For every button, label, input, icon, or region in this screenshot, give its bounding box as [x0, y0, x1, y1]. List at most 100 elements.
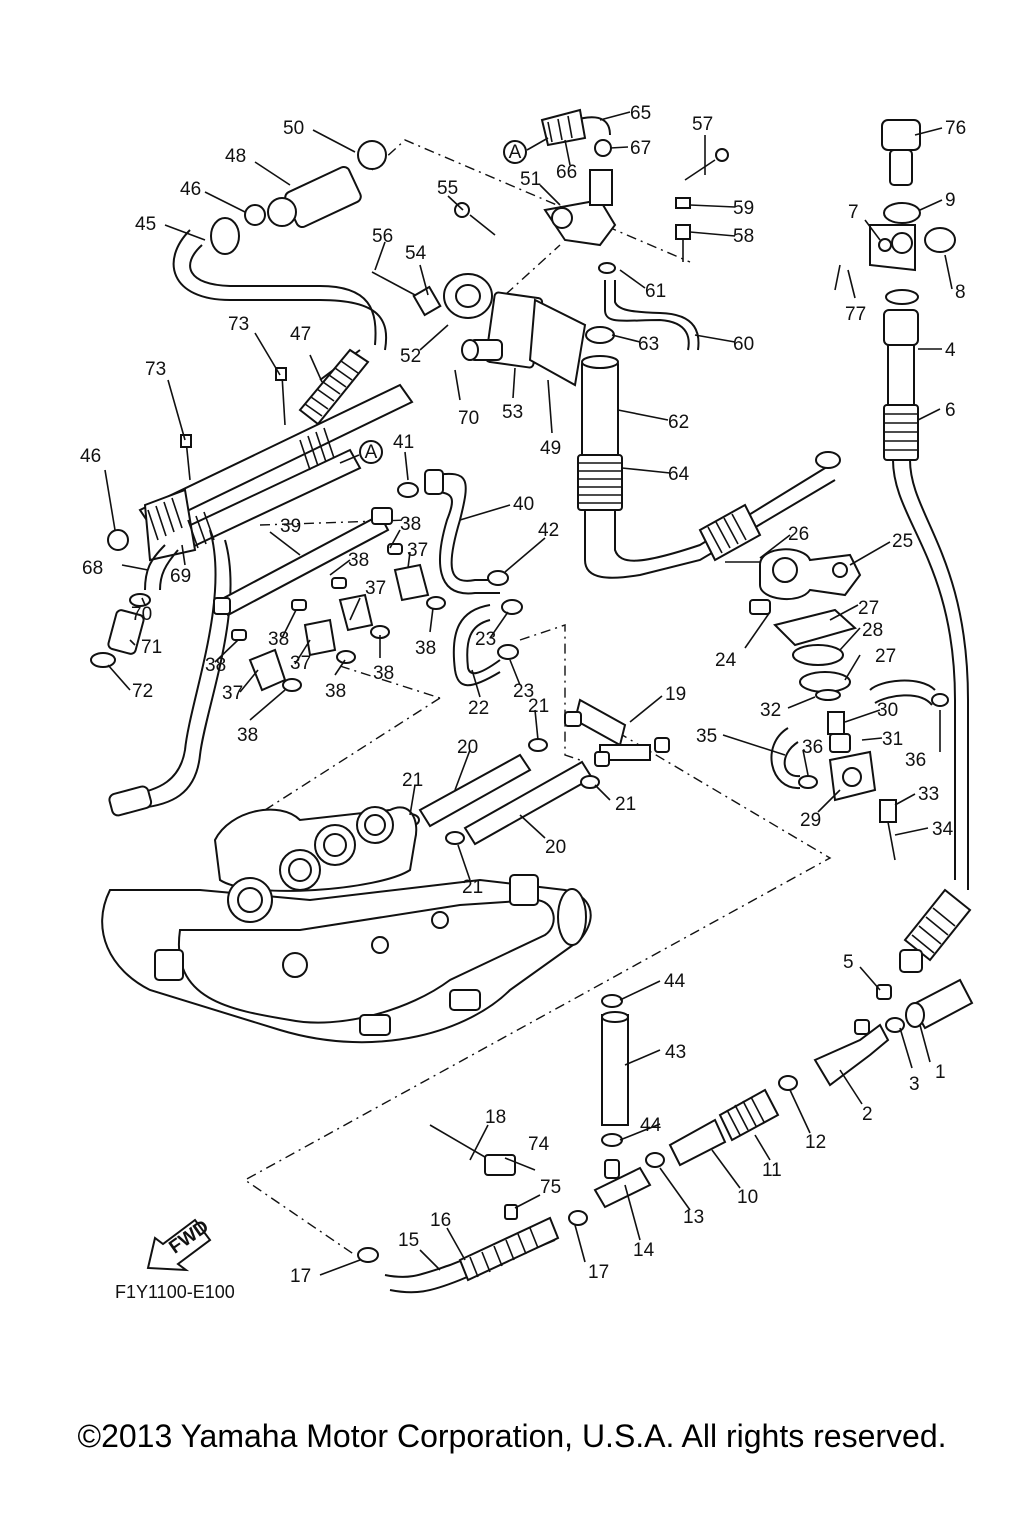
callout-44b: 44 [640, 1115, 662, 1136]
callout-76: 76 [945, 118, 966, 139]
callout-37a: 37 [222, 683, 243, 704]
callout-70b: 70 [131, 604, 152, 625]
parts-diagram: FWD A A [80, 103, 974, 1302]
callout-7: 7 [848, 202, 859, 223]
callout-61: 61 [645, 281, 666, 302]
callout-66: 66 [556, 162, 577, 183]
callout-34: 34 [932, 819, 954, 840]
callout-49: 49 [540, 438, 561, 459]
callout-50: 50 [283, 118, 304, 139]
callout-18: 18 [485, 1107, 506, 1128]
callout-38a: 38 [205, 655, 226, 676]
callout-27b: 27 [875, 646, 896, 667]
callout-5: 5 [843, 952, 854, 973]
callout-36a: 36 [802, 737, 823, 758]
callout-17a: 17 [290, 1266, 311, 1287]
callout-38h: 38 [415, 638, 436, 659]
corrugation-47 [304, 360, 359, 417]
callout-63: 63 [638, 334, 659, 355]
callout-29: 29 [800, 810, 821, 831]
fwd-arrow-icon: FWD [146, 1216, 213, 1272]
copyright-notice: ©2013 Yamaha Motor Corporation, U.S.A. A… [77, 1418, 947, 1454]
callout-55: 55 [437, 178, 458, 199]
callout-74: 74 [528, 1134, 550, 1155]
callout-53: 53 [502, 402, 523, 423]
callout-38d: 38 [325, 681, 346, 702]
callout-19: 19 [665, 684, 686, 705]
callout-59: 59 [733, 198, 754, 219]
callout-52: 52 [400, 346, 421, 367]
callout-28: 28 [862, 620, 883, 641]
callout-41: 41 [393, 432, 414, 453]
callout-20a: 20 [457, 737, 478, 758]
callout-75: 75 [540, 1177, 561, 1198]
callout-21d: 21 [462, 877, 483, 898]
manifold-assembly [101, 806, 592, 1044]
callout-46b: 46 [80, 446, 101, 467]
callout-38e: 38 [348, 550, 369, 571]
callout-71: 71 [141, 637, 162, 658]
callout-54: 54 [405, 243, 427, 264]
callout-57: 57 [692, 114, 713, 135]
callout-2: 2 [862, 1104, 873, 1125]
callout-40: 40 [513, 494, 534, 515]
callout-47: 47 [290, 324, 311, 345]
callout-68: 68 [82, 558, 103, 579]
fill-neck-assembly [834, 119, 972, 973]
callout-38c: 38 [268, 629, 289, 650]
callout-1: 1 [935, 1062, 946, 1083]
callout-16: 16 [430, 1210, 451, 1231]
callout-42: 42 [538, 520, 559, 541]
callout-11: 11 [762, 1160, 782, 1181]
t-fitting-assembly [400, 698, 670, 846]
filter-assembly [725, 548, 949, 861]
callout-38g: 38 [400, 514, 421, 535]
callout-77: 77 [845, 304, 866, 325]
callout-14: 14 [633, 1240, 655, 1261]
callout-38b: 38 [237, 725, 258, 746]
callout-3: 3 [909, 1074, 920, 1095]
callout-43: 43 [665, 1042, 686, 1063]
callout-6: 6 [945, 400, 956, 421]
callout-17b: 17 [588, 1262, 609, 1283]
callout-60: 60 [733, 334, 754, 355]
callout-23a: 23 [475, 629, 496, 650]
callout-4: 4 [945, 340, 956, 361]
leader-lines [104, 111, 953, 1276]
diagram-code: F1Y1100-E100 [115, 1282, 235, 1302]
callout-labels: 1 2 3 4 5 6 7 8 9 10 11 12 13 14 15 16 1… [80, 103, 966, 1287]
callout-44a: 44 [664, 971, 686, 992]
marker-a-top: A [503, 137, 549, 164]
corrugation-64 [578, 462, 622, 504]
callout-10: 10 [737, 1187, 758, 1208]
callout-22: 22 [468, 698, 489, 719]
callout-37c: 37 [365, 578, 386, 599]
callout-15: 15 [398, 1230, 419, 1251]
callout-39: 39 [280, 516, 301, 537]
callout-9: 9 [945, 190, 956, 211]
callout-45: 45 [135, 214, 156, 235]
callout-38f: 38 [373, 663, 394, 684]
callout-12: 12 [805, 1132, 826, 1153]
callout-62: 62 [668, 412, 689, 433]
callout-25: 25 [892, 531, 913, 552]
callout-37d: 37 [407, 540, 428, 561]
callout-31: 31 [882, 729, 903, 750]
callout-32: 32 [760, 700, 781, 721]
marker-a-left-label: A [365, 442, 378, 463]
callout-24: 24 [715, 650, 737, 671]
callout-30: 30 [877, 700, 898, 721]
callout-46a: 46 [180, 179, 201, 200]
callout-73b: 73 [228, 314, 249, 335]
callout-13: 13 [683, 1207, 704, 1228]
callout-21c: 21 [615, 794, 636, 815]
callout-26: 26 [788, 524, 809, 545]
callout-8: 8 [955, 282, 966, 303]
upper-left-assembly [90, 140, 414, 817]
corrugation-6 [884, 413, 918, 451]
callout-21b: 21 [528, 696, 549, 717]
callout-33: 33 [918, 784, 939, 805]
callout-64: 64 [668, 464, 690, 485]
callout-21a: 21 [402, 770, 423, 791]
callout-69: 69 [170, 566, 191, 587]
